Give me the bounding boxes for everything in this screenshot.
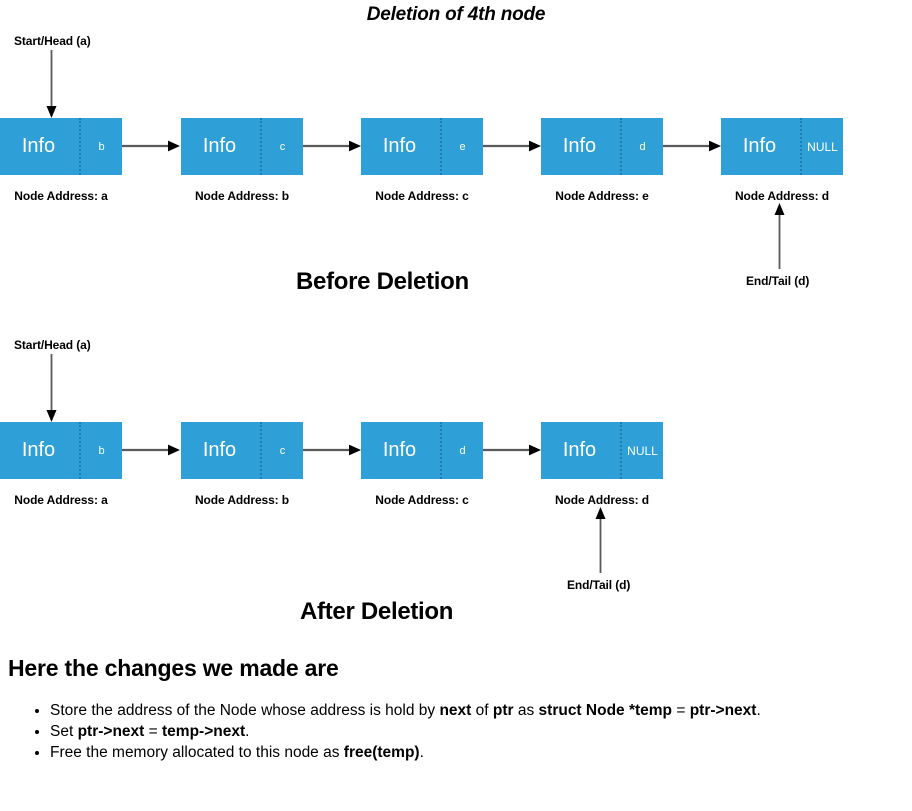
before-node-5-info: Info (742, 135, 777, 157)
after-node-3[interactable]: Info d (361, 422, 483, 479)
changes-heading: Here the changes we made are (8, 655, 339, 681)
after-node-4[interactable]: Info NULL (541, 422, 663, 479)
before-node-5-divider (800, 118, 802, 175)
after-node-2[interactable]: Info c (181, 422, 303, 479)
after-node-2-info: Info (202, 439, 237, 461)
before-node-5-caption: Node Address: d (734, 189, 830, 203)
after-node-1-caption: Node Address: a (14, 493, 108, 507)
list-item-text: . (245, 723, 250, 740)
before-connector-1-2 (122, 139, 181, 153)
after-node-4-caption: Node Address: d (554, 493, 650, 507)
after-node-1-next: b (98, 444, 105, 457)
list-item-text: . (419, 744, 424, 761)
before-node-3-caption: Node Address: c (375, 189, 469, 203)
code-emphasis: temp->next (162, 723, 246, 740)
before-node-1-caption: Node Address: a (14, 189, 108, 203)
before-node-2-divider (260, 118, 262, 175)
code-emphasis: ptr (492, 702, 514, 719)
before-node-3-next: e (459, 140, 466, 153)
before-node-5-next: NULL (807, 139, 838, 154)
after-node-2-caption: Node Address: b (194, 493, 290, 507)
before-connector-4-5 (663, 139, 722, 153)
before-node-1-divider (79, 118, 81, 175)
list-item-text: = (144, 723, 162, 740)
after-node-1-info: Info (21, 439, 56, 461)
code-emphasis: free(temp) (343, 744, 420, 761)
before-node-4-next: d (639, 140, 646, 153)
after-connector-3-4 (483, 443, 542, 457)
before-node-3[interactable]: Info e (361, 118, 483, 175)
after-node-1-divider (79, 422, 81, 479)
list-item-text: of (471, 702, 493, 719)
after-tail-pointer-arrow (593, 507, 609, 573)
before-node-3-info: Info (382, 135, 417, 157)
before-node-2-next: c (279, 140, 286, 153)
after-connector-2-3 (303, 443, 362, 457)
after-node-4-info: Info (562, 439, 597, 461)
before-node-3-divider (440, 118, 442, 175)
list-item-text: Store the address of the Node whose addr… (50, 702, 440, 719)
after-head-pointer-arrow (44, 354, 60, 424)
after-node-3-divider (440, 422, 442, 479)
before-connector-2-3 (303, 139, 362, 153)
after-head-pointer-label: Start/Head (a) (14, 338, 91, 352)
before-head-pointer-arrow (44, 50, 60, 120)
after-node-1[interactable]: Info b (0, 422, 122, 479)
after-node-4-next: NULL (627, 443, 658, 458)
after-tail-pointer-label: End/Tail (d) (567, 578, 631, 592)
before-node-1-info: Info (21, 135, 56, 157)
before-connector-3-4 (483, 139, 542, 153)
after-node-3-info: Info (382, 439, 417, 461)
after-connector-1-2 (122, 443, 181, 457)
before-node-4-divider (620, 118, 622, 175)
list-item: Set ptr->next = temp->next. (50, 721, 900, 742)
list-item-text: Set (50, 723, 78, 740)
before-tail-pointer-arrow (772, 203, 788, 269)
after-node-2-next: c (279, 444, 286, 457)
before-deletion-heading: Before Deletion (296, 268, 469, 295)
page-title: Deletion of 4th node (366, 4, 546, 25)
list-item-text: = (672, 702, 690, 719)
list-item-text: . (756, 702, 761, 719)
changes-list: Store the address of the Node whose addr… (30, 700, 900, 763)
before-node-2-caption: Node Address: b (194, 189, 290, 203)
before-node-2[interactable]: Info c (181, 118, 303, 175)
before-node-2-info: Info (202, 135, 237, 157)
after-deletion-heading: After Deletion (300, 598, 454, 625)
before-tail-pointer-label: End/Tail (d) (746, 274, 810, 288)
before-node-1[interactable]: Info b (0, 118, 122, 175)
before-node-5[interactable]: Info NULL (721, 118, 843, 175)
before-node-4[interactable]: Info d (541, 118, 663, 175)
before-head-pointer-label: Start/Head (a) (14, 34, 91, 48)
code-emphasis: ptr->next (77, 723, 145, 740)
after-node-2-divider (260, 422, 262, 479)
after-node-3-caption: Node Address: c (375, 493, 469, 507)
before-node-4-info: Info (562, 135, 597, 157)
code-emphasis: next (439, 702, 472, 719)
before-node-1-next: b (98, 140, 105, 153)
code-emphasis: struct Node *temp (538, 702, 673, 719)
list-item-text: Free the memory allocated to this node a… (50, 744, 344, 761)
code-emphasis: ptr->next (689, 702, 757, 719)
list-item: Free the memory allocated to this node a… (50, 742, 900, 763)
before-node-4-caption: Node Address: e (555, 189, 649, 203)
after-node-4-divider (620, 422, 622, 479)
after-node-3-next: d (459, 444, 466, 457)
list-item-text: as (513, 702, 539, 719)
list-item: Store the address of the Node whose addr… (50, 700, 900, 721)
